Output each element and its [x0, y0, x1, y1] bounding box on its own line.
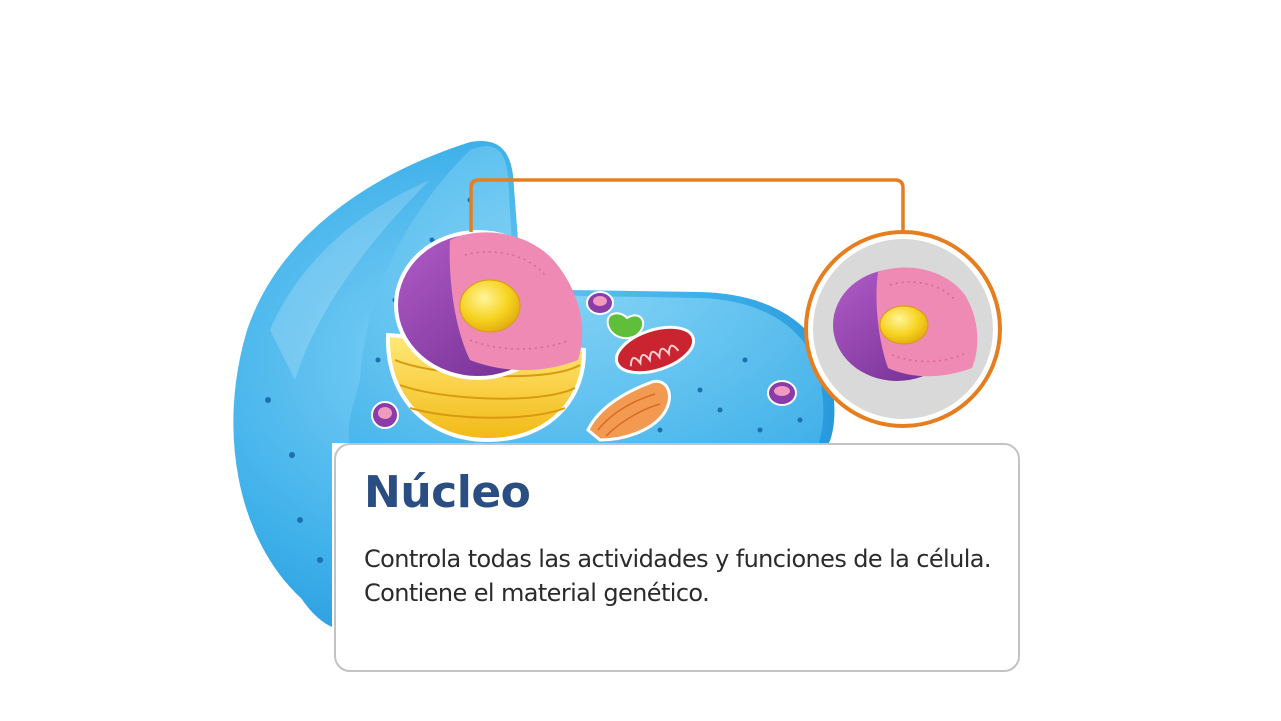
endoplasmic-reticulum [586, 379, 671, 442]
ribosomes [265, 197, 803, 563]
nucleus [394, 230, 583, 380]
zoomed-nucleus [833, 267, 978, 381]
organelle-title: Núcleo [364, 467, 531, 518]
zoom-circle [804, 230, 1002, 428]
green-organelle [606, 312, 645, 340]
vesicles [371, 291, 797, 429]
info-card: Núcleo Controla todas las actividades y … [334, 443, 1020, 672]
organelle-description: Controla todas las actividades y funcion… [364, 545, 992, 607]
mitochondrion [614, 325, 696, 375]
connector-line [469, 178, 905, 232]
